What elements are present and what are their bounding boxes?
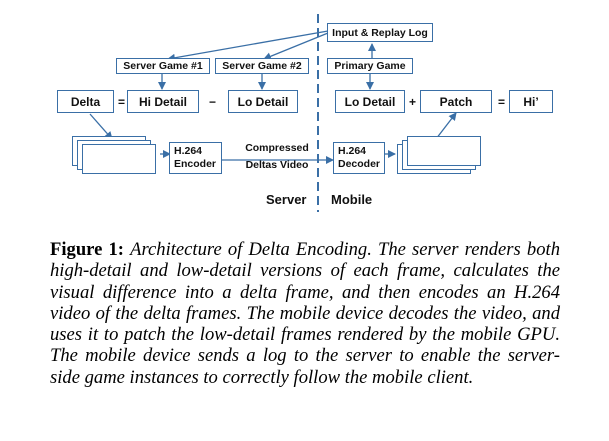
patch-box: Patch bbox=[420, 90, 492, 113]
arrow-log-to-game2 bbox=[263, 32, 329, 61]
arrow-delta-to-frames bbox=[89, 113, 113, 140]
compressed-line2: Deltas Video bbox=[245, 159, 309, 171]
h264-encoder-box: H.264 Encoder bbox=[169, 142, 222, 174]
caption-line: video of the delta frames. The mobile de… bbox=[50, 302, 560, 324]
server-side-label: Server bbox=[266, 192, 307, 207]
equals-operator: = bbox=[118, 95, 126, 109]
mobile-lo-detail-box: Lo Detail bbox=[335, 90, 405, 113]
delta-frame-front bbox=[82, 144, 156, 174]
mobile-side-label: Mobile bbox=[331, 192, 373, 207]
caption-line: uses it to patch the low-detail frames r… bbox=[50, 324, 560, 346]
server-game-2-box: Server Game #2 bbox=[215, 58, 309, 74]
decoder-label-line1: H.264 bbox=[338, 145, 367, 157]
server-game-1-box: Server Game #1 bbox=[116, 58, 210, 74]
caption-line: high-detail and low-detail versions of e… bbox=[50, 260, 560, 282]
caption-line: side game instances to correctly follow … bbox=[50, 366, 474, 388]
compressed-deltas-label: Compressed Deltas Video bbox=[228, 142, 326, 172]
patch-frame-front bbox=[407, 136, 481, 166]
primary-game-box: Primary Game bbox=[327, 58, 413, 74]
caption-line: The mobile device sends a log to the ser… bbox=[50, 345, 560, 367]
arrow-frames-to-patch bbox=[435, 112, 457, 140]
plus-operator: + bbox=[409, 95, 417, 109]
encoder-label-line1: H.264 bbox=[174, 145, 203, 157]
hi-prime-box: Hi’ bbox=[509, 90, 553, 113]
hi-detail-box: Hi Detail bbox=[127, 90, 199, 113]
input-replay-log-box: Input & Replay Log bbox=[327, 23, 433, 42]
caption-line: Figure 1: Architecture of Delta Encoding… bbox=[50, 239, 560, 260]
equals-operator-mobile: = bbox=[498, 95, 506, 109]
caption-line: visual difference into a delta frame, an… bbox=[50, 281, 560, 303]
encoder-label-line2: Encoder bbox=[174, 158, 217, 170]
architecture-diagram bbox=[89, 14, 457, 212]
h264-decoder-box: H.264 Decoder bbox=[333, 142, 385, 174]
decoder-label-line2: Decoder bbox=[338, 158, 381, 170]
server-lo-detail-box: Lo Detail bbox=[228, 90, 298, 113]
compressed-line1: Compressed bbox=[245, 142, 309, 154]
figure-caption: Figure 1: Architecture of Delta Encoding… bbox=[50, 239, 560, 388]
minus-operator: − bbox=[209, 95, 217, 109]
arrow-log-to-game1 bbox=[167, 30, 329, 62]
delta-box: Delta bbox=[57, 90, 114, 113]
figure-label: Figure 1: bbox=[50, 239, 124, 260]
